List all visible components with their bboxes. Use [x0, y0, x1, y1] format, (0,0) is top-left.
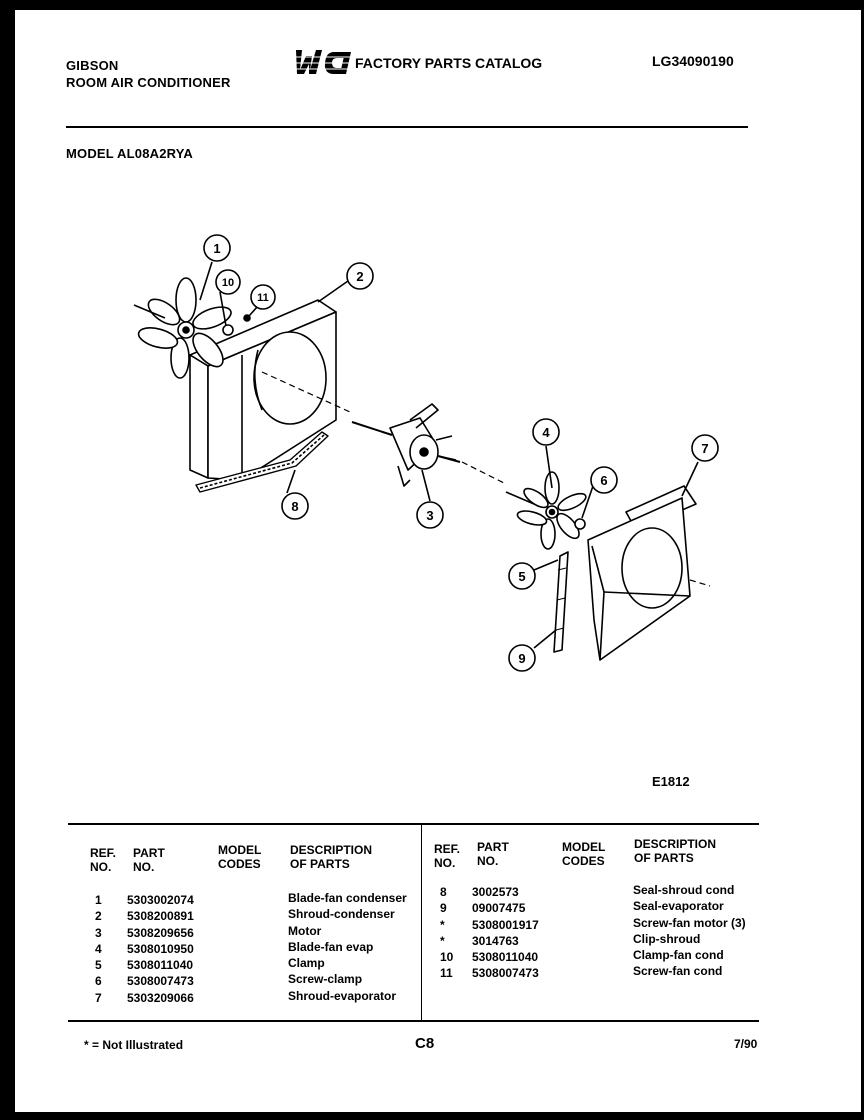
- table-bottom-rule: [68, 1020, 759, 1022]
- header-part-right: PART NO.: [477, 840, 509, 868]
- footnote: * = Not Illustrated: [84, 1038, 184, 1052]
- table-cell: Clamp: [288, 956, 325, 971]
- table-cell: Shroud-evaporator: [288, 988, 397, 1003]
- catalog-page: [15, 10, 861, 1112]
- svg-text:4: 4: [542, 425, 550, 440]
- callout-11: 11: [250, 284, 276, 310]
- table-cell: 6: [95, 974, 102, 989]
- table-cell: 5303002074: [127, 893, 194, 907]
- evaporator-seal: [553, 551, 569, 653]
- callout-2: 2: [346, 262, 374, 290]
- left-part-column: 5303002074 5308200891 5308209656 5308010…: [127, 892, 194, 1006]
- header-model-right: MODEL CODES: [562, 840, 606, 868]
- callout-5: 5: [508, 562, 536, 590]
- table-cell: 11: [440, 966, 453, 981]
- table-top-rule: [68, 823, 759, 825]
- svg-text:9: 9: [518, 651, 525, 666]
- fan-motor: [351, 403, 461, 487]
- table-cell: 3014763: [472, 933, 519, 948]
- condenser-fan-blade: [137, 277, 232, 379]
- table-cell: 5308010950: [127, 941, 194, 956]
- callout-10: 10: [215, 269, 241, 295]
- catalog-number: LG34090190: [652, 53, 734, 69]
- seal-shroud: [195, 431, 329, 493]
- table-cell: 5308001917: [472, 917, 539, 932]
- table-cell: Screw-clamp: [288, 972, 363, 987]
- table-cell: 7: [95, 990, 102, 1005]
- callout-4: 4: [532, 418, 560, 446]
- table-divider: [421, 825, 422, 1020]
- catalog-title: FACTORY PARTS CATALOG: [355, 55, 543, 71]
- right-ref-column: 8 9 * * 10 11: [440, 884, 453, 982]
- table-cell: 5308011040: [472, 950, 539, 965]
- svg-text:11: 11: [257, 292, 269, 304]
- right-part-column: 3002573 09007475 5308001917 3014763 5308…: [472, 884, 539, 982]
- callout-8: 8: [281, 492, 309, 520]
- table-cell: 9: [440, 901, 447, 916]
- table-cell: 5308007473: [472, 966, 539, 981]
- svg-text:3: 3: [426, 508, 433, 523]
- callout-9: 9: [508, 644, 536, 672]
- condenser-shroud: [189, 299, 337, 481]
- table-cell: 5308209656: [127, 925, 194, 940]
- table-cell: Screw-fan motor (3): [633, 915, 746, 930]
- evaporator-fan-blade: [516, 471, 587, 550]
- left-desc-column: Blade-fan condenser Shroud-condenser Mot…: [288, 890, 407, 1004]
- table-cell: *: [440, 933, 445, 948]
- table-cell: 1: [95, 893, 102, 907]
- table-cell: Seal-shroud cond: [633, 883, 735, 897]
- header-desc-right: DESCRIPTION OF PARTS: [634, 837, 717, 865]
- header-desc: DESCRIPTION OF PARTS: [290, 843, 373, 871]
- table-cell: 3002573: [472, 885, 519, 899]
- callout-7: 7: [691, 434, 719, 462]
- revision-date: 7/90: [734, 1037, 758, 1051]
- table-cell: Seal-evaporator: [633, 899, 724, 914]
- header-rule: [66, 126, 748, 128]
- table-cell: 5303209066: [127, 990, 194, 1005]
- table-cell: 10: [440, 950, 454, 965]
- header-ref: REF. NO.: [90, 846, 117, 874]
- header-part: PART NO.: [133, 846, 165, 874]
- svg-text:7: 7: [701, 441, 708, 456]
- table-cell: 5308200891: [127, 909, 194, 924]
- table-cell: Screw-fan cond: [633, 964, 723, 979]
- table-cell: 2: [95, 909, 102, 924]
- svg-text:8: 8: [291, 499, 298, 514]
- wci-logo: [290, 50, 352, 74]
- table-cell: 4: [95, 941, 102, 956]
- table-cell: Shroud-condenser: [288, 907, 395, 922]
- table-cell: 8: [440, 885, 447, 899]
- header-ref-right: REF. NO.: [434, 842, 461, 870]
- model-number: MODEL AL08A2RYA: [66, 146, 194, 161]
- evaporator-shroud: [587, 485, 697, 661]
- figure-code: E1812: [652, 774, 690, 789]
- table-cell: *: [440, 917, 445, 932]
- table-cell: 09007475: [472, 901, 526, 916]
- svg-text:1: 1: [213, 241, 220, 256]
- table-cell: 5: [95, 958, 102, 973]
- table-cell: 5308011040: [127, 958, 194, 973]
- callout-6: 6: [590, 466, 618, 494]
- callout-3: 3: [416, 501, 444, 529]
- header-model: MODEL CODES: [218, 843, 262, 871]
- callout-1: 1: [203, 234, 231, 262]
- table-cell: Motor: [288, 923, 322, 938]
- right-desc-column: Seal-shroud cond Seal-evaporator Screw-f…: [633, 882, 746, 980]
- brand-name: GIBSON: [66, 58, 119, 73]
- svg-text:6: 6: [600, 473, 607, 488]
- product-name: ROOM AIR CONDITIONER: [66, 75, 231, 90]
- svg-text:2: 2: [356, 269, 363, 284]
- svg-text:10: 10: [222, 277, 234, 289]
- left-ref-column: 1 2 3 4 5 6 7: [95, 892, 102, 1006]
- svg-text:5: 5: [518, 569, 525, 584]
- table-cell: 3: [95, 925, 102, 940]
- table-cell: Blade-fan condenser: [288, 891, 407, 905]
- table-cell: Clamp-fan cond: [633, 948, 724, 963]
- table-cell: 5308007473: [127, 974, 194, 989]
- table-cell: Clip-shroud: [633, 931, 701, 946]
- page-code: C8: [415, 1035, 435, 1052]
- table-cell: Blade-fan evap: [288, 939, 374, 954]
- exploded-parts-diagram: 1 10 11 2 8 3 4 6 7 5 9: [133, 234, 719, 672]
